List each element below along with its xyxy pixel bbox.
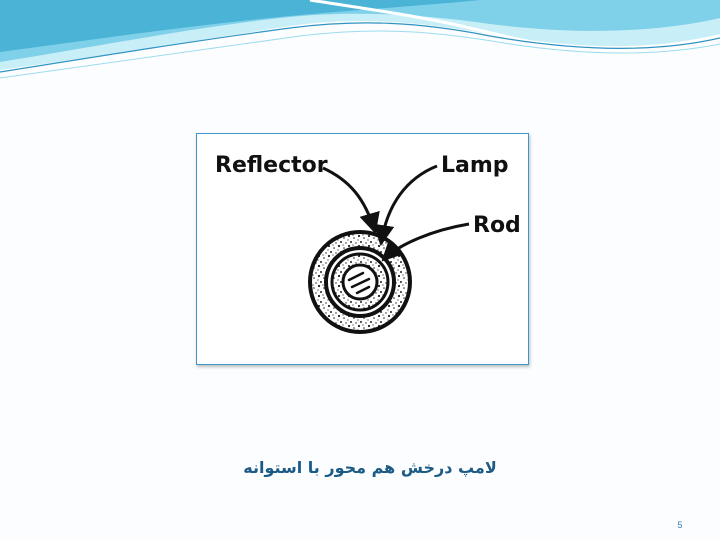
rod-label: Rod <box>473 213 521 238</box>
slide-number: 5 <box>677 520 683 530</box>
slide-caption: لامپ درخش هم محور با استوانه <box>243 458 497 477</box>
header-wave-decoration <box>0 0 720 90</box>
rod-hatch <box>347 271 371 295</box>
reflector-label: Reflector <box>215 153 328 178</box>
diagram-figure-frame: Reflector Lamp Rod <box>196 133 529 365</box>
rod-arrow <box>381 222 470 262</box>
lamp-label: Lamp <box>441 153 509 178</box>
coaxial-lamp-diagram: Reflector Lamp Rod <box>215 153 521 334</box>
lamp-arrow <box>373 164 438 247</box>
reflector-arrow <box>322 166 380 235</box>
